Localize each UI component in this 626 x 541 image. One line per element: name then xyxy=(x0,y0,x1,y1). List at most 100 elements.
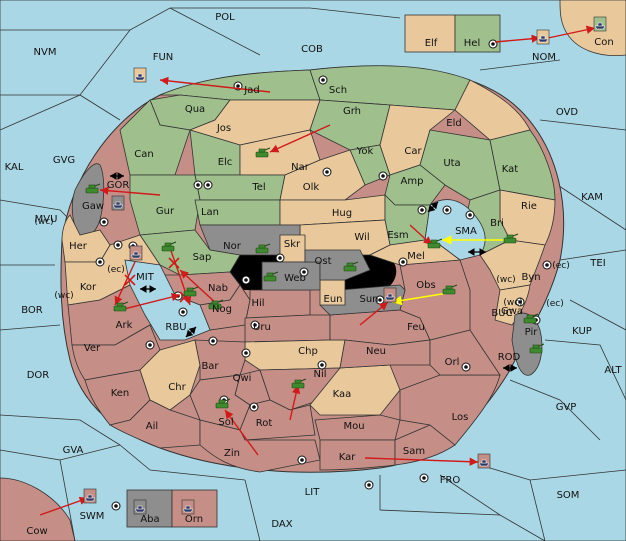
ship-icon[interactable] xyxy=(536,29,550,45)
ship-icon[interactable] xyxy=(133,67,147,83)
label-dor: DOR xyxy=(27,370,50,381)
sea-inlet-mit xyxy=(124,259,211,341)
label-car: Car xyxy=(404,146,422,157)
territory-gur[interactable] xyxy=(129,174,201,236)
label-ovd: OVD xyxy=(556,107,579,118)
move-order-hel-nom xyxy=(494,34,541,43)
ship-icon[interactable] xyxy=(383,287,397,303)
tank-icon[interactable] xyxy=(343,261,359,272)
double-arrow-icon xyxy=(185,326,197,338)
label-her: Her xyxy=(69,241,88,252)
label-pol: POL xyxy=(215,12,235,23)
coast-label-wc2: (wc) xyxy=(54,291,73,301)
label-gor: GOR xyxy=(107,180,130,191)
ship-icon[interactable] xyxy=(129,245,143,261)
ship-icon[interactable] xyxy=(111,195,125,211)
tank-icon[interactable] xyxy=(208,299,224,310)
territory-ver[interactable] xyxy=(71,324,161,381)
ship-icon[interactable] xyxy=(593,16,607,32)
ship-icon[interactable] xyxy=(181,499,195,515)
tank-icon[interactable] xyxy=(215,398,231,409)
move-order-nog-sap xyxy=(179,269,219,306)
territory-cow[interactable] xyxy=(0,477,76,541)
label-los: Los xyxy=(452,412,469,423)
label-skr: Skr xyxy=(284,239,301,250)
label-con: Con xyxy=(594,37,613,48)
label-nil: Nil xyxy=(313,369,326,380)
label-fro: FRO xyxy=(440,475,461,486)
supply-center-icon xyxy=(515,297,525,307)
tank-icon[interactable] xyxy=(523,313,539,324)
label-rbu: RBU xyxy=(165,322,186,333)
label-fun: FUN xyxy=(153,52,174,63)
coast-label-wc3: (wc) xyxy=(496,275,515,285)
label-neu: Neu xyxy=(366,346,386,357)
supply-centers xyxy=(95,39,552,511)
label-hug: Hug xyxy=(332,208,352,219)
territory-sap[interactable] xyxy=(139,229,241,276)
label-wil: Wil xyxy=(354,232,369,243)
label-sap: Sap xyxy=(193,252,212,263)
tank-icon[interactable] xyxy=(183,286,199,297)
territory-chp[interactable] xyxy=(244,339,346,371)
label-bri: Bri xyxy=(490,218,504,229)
label-orn: Orn xyxy=(185,514,203,525)
label-yok: Yok xyxy=(356,146,374,157)
tank-icon[interactable] xyxy=(427,238,443,249)
supply-center-icon xyxy=(111,501,121,511)
coast-label-ec2: (ec) xyxy=(552,261,570,271)
ship-icon[interactable] xyxy=(83,488,97,504)
move-order-kor-ark xyxy=(114,261,136,306)
territory-ail[interactable] xyxy=(108,399,201,449)
label-feu: Feu xyxy=(407,322,425,333)
territory-zin[interactable] xyxy=(199,419,321,473)
territory-gwa[interactable] xyxy=(494,284,531,326)
territory-orn[interactable] xyxy=(171,489,218,528)
label-gva: GVA xyxy=(63,445,84,456)
supply-center-icon xyxy=(99,217,109,227)
label-jos: Jos xyxy=(216,123,231,134)
tank-icon[interactable] xyxy=(442,284,458,295)
label-qua: Qua xyxy=(185,104,205,115)
tank-icon[interactable] xyxy=(255,147,271,158)
supply-center-icon xyxy=(203,180,213,190)
supply-center-icon xyxy=(95,257,105,267)
ship-icon[interactable] xyxy=(477,453,491,469)
label-nar: Nar xyxy=(291,162,310,173)
tank-icon[interactable] xyxy=(291,378,307,389)
label-esm: Esm xyxy=(387,230,408,241)
label-dax: DAX xyxy=(271,519,292,530)
supply-center-icon xyxy=(442,205,452,215)
label-kor: Kor xyxy=(80,282,97,293)
territory-ost[interactable] xyxy=(304,249,371,281)
supply-center-icon xyxy=(193,180,203,190)
move-order-jad-fun xyxy=(159,76,271,93)
tank-icon[interactable] xyxy=(263,271,279,282)
supply-center-icon xyxy=(113,240,123,250)
label-gaw: Gaw xyxy=(82,201,104,212)
supply-center-icon xyxy=(542,260,552,270)
tank-icon[interactable] xyxy=(113,301,129,312)
supply-center-icon xyxy=(364,480,374,490)
territory-mou[interactable] xyxy=(314,414,401,441)
tank-icon[interactable] xyxy=(161,241,177,252)
ship-icon[interactable] xyxy=(133,499,147,515)
label-grh: Grh xyxy=(343,106,361,117)
label-sol: Sol xyxy=(218,417,233,428)
territory-elf[interactable] xyxy=(404,14,456,53)
tank-icon[interactable] xyxy=(85,183,101,194)
move-order-rot-nil xyxy=(289,384,301,421)
tank-icon[interactable] xyxy=(503,233,519,244)
tank-icon[interactable] xyxy=(255,243,271,254)
territory-kar[interactable] xyxy=(319,439,396,471)
label-kaa: Kaa xyxy=(333,389,352,400)
move-order-esm-mel xyxy=(409,224,433,246)
tank-icon[interactable] xyxy=(529,343,545,354)
label-web: Web xyxy=(284,273,306,284)
label-gur: Gur xyxy=(156,206,175,217)
supply-center-icon xyxy=(488,39,498,49)
supply-center-icon xyxy=(275,253,285,263)
label-hel: Hel xyxy=(464,38,480,49)
